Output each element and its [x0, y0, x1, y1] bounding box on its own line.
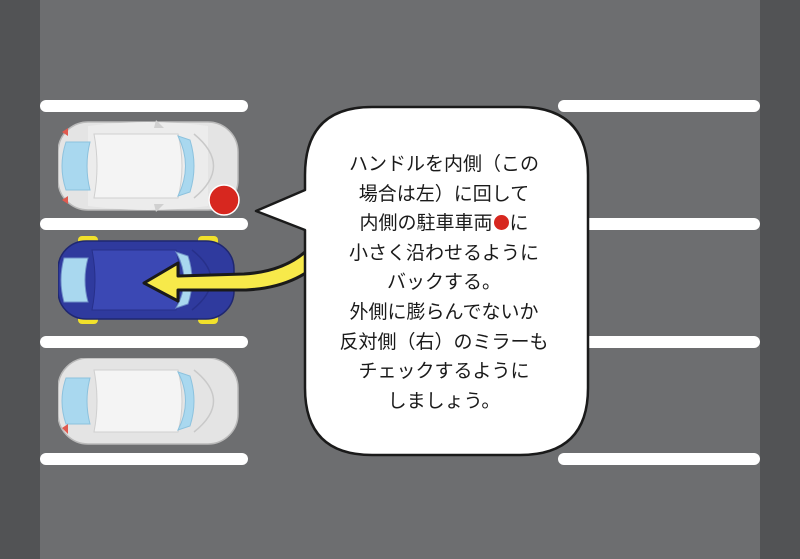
left-road-edge — [0, 0, 40, 559]
instruction-line-6: 外側に膨らんでないか — [349, 300, 539, 323]
instruction-line-1: ハンドルを内側（この — [348, 153, 539, 175]
instruction-line-3-after: に — [509, 212, 529, 235]
own-car-reversing — [58, 236, 235, 324]
instruction-line-4: 小さく沿わせるように — [348, 241, 539, 264]
right-parking-line-1 — [558, 100, 760, 112]
instruction-line-7: 反対側（右）のミラーも — [339, 330, 549, 353]
left-parking-line-2 — [40, 218, 248, 230]
left-parking-line-4 — [40, 453, 248, 465]
left-parking-line-3 — [40, 336, 248, 348]
parked-car-top — [58, 120, 239, 212]
right-parking-line-4 — [558, 453, 760, 465]
parked-car-bottom — [58, 358, 239, 445]
right-road-edge — [760, 0, 800, 559]
instruction-line-9: しましょう。 — [387, 389, 501, 412]
left-parking-line-1 — [40, 100, 248, 112]
instruction-text: ハンドルを内側（この 場合は左）に回して 内側の駐車車両に 小さく沿わせるように… — [316, 150, 572, 416]
instruction-line-3: 内側の駐車車両に — [316, 209, 572, 239]
right-parking-line-3 — [558, 336, 760, 348]
instruction-line-5: バックする。 — [386, 271, 501, 294]
instruction-line-8: チェックするように — [358, 360, 530, 383]
right-parking-line-2 — [558, 218, 760, 230]
red-circle-icon — [493, 215, 509, 231]
instruction-line-2: 場合は左）に回して — [358, 182, 530, 205]
marker-icon — [208, 184, 240, 216]
instruction-line-3-before: 内側の駐車車両 — [359, 212, 493, 235]
